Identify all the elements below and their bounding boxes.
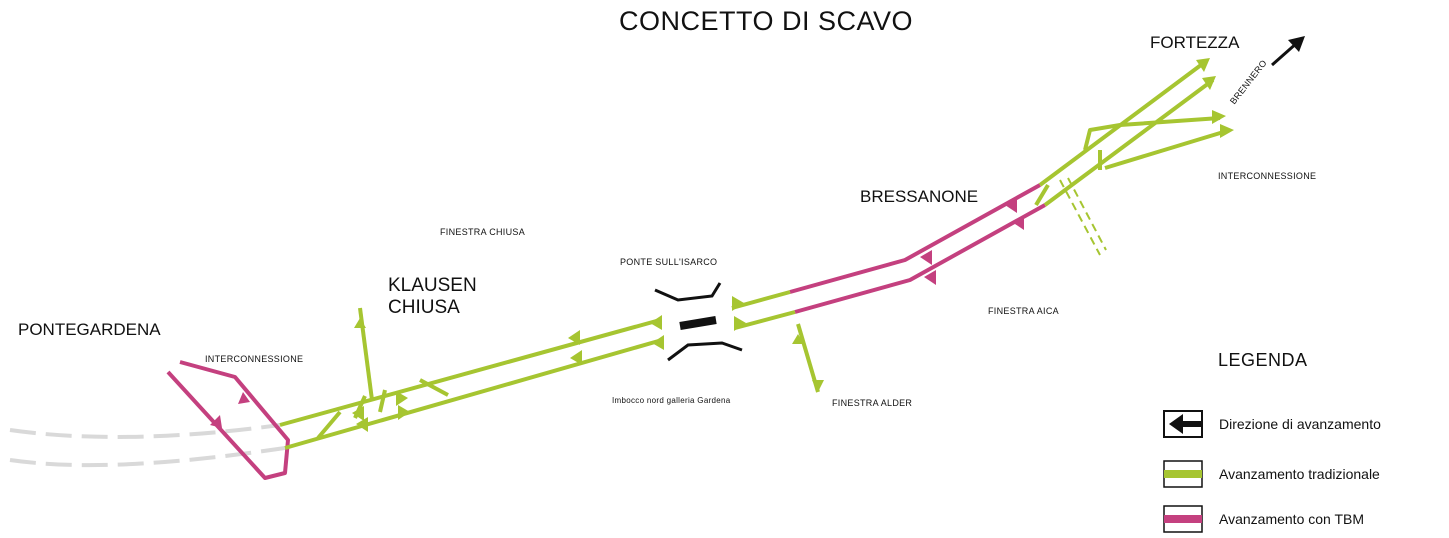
label-finestra-alder: FINESTRA ALDER (832, 398, 913, 408)
arrow-marker (238, 392, 250, 404)
legend-item-tbm: Avanzamento con TBM (1163, 505, 1364, 533)
direction-arrows (210, 58, 1234, 432)
label-finestra-aica: FINESTRA AICA (988, 306, 1059, 316)
bridge-symbol (654, 282, 743, 362)
legend-item-direction: Direzione di avanzamento (1163, 410, 1381, 438)
legend-label: Avanzamento con TBM (1219, 511, 1365, 527)
label-interconnessione-north: INTERCONNESSIONE (1218, 171, 1317, 181)
label-klausen: KLAUSEN (388, 275, 477, 296)
arrow-marker (920, 250, 932, 265)
label-interconnessione-south: INTERCONNESSIONE (205, 354, 304, 364)
arrow-marker (792, 334, 804, 344)
existing-tunnel (9, 423, 286, 468)
arrow-marker (924, 270, 936, 285)
diagram-title: CONCETTO DI SCAVO (619, 6, 914, 36)
arrow-marker (1012, 215, 1024, 230)
arrow-marker (734, 316, 746, 331)
arrow-marker (570, 350, 582, 365)
tbm-swatch-icon (1163, 505, 1203, 533)
arrow-marker (652, 335, 664, 350)
label-fortezza: FORTEZZA (1150, 33, 1240, 52)
legend-item-traditional: Avanzamento tradizionale (1163, 460, 1380, 488)
direction-arrow-icon (1163, 410, 1203, 438)
legend-label: Avanzamento tradizionale (1219, 466, 1380, 482)
legend-title: LEGENDA (1218, 350, 1308, 370)
arrow-marker (1212, 110, 1226, 124)
traditional-swatch-icon (1163, 460, 1203, 488)
arrow-marker (396, 391, 408, 406)
arrow-marker (356, 417, 368, 432)
arrow-marker (732, 296, 744, 311)
legend-label: Direzione di avanzamento (1219, 416, 1381, 432)
brennero-arrow (1271, 36, 1305, 67)
label-ponte-sull-isarco: PONTE SULL'ISARCO (620, 257, 718, 267)
arrow-marker (1202, 76, 1216, 90)
label-finestra-chiusa: FINESTRA CHIUSA (440, 227, 526, 237)
tbm-sections (166, 183, 1046, 480)
arrow-marker (1220, 124, 1234, 138)
arrow-marker (812, 380, 824, 392)
arrow-marker (352, 406, 364, 421)
arrow-marker (398, 405, 410, 420)
arrow-marker (650, 315, 662, 330)
arrow-marker (1196, 58, 1210, 72)
label-bressanone: BRESSANONE (860, 187, 979, 206)
label-pontegardena: PONTEGARDENA (18, 320, 161, 339)
label-imbocco-gardena: Imbocco nord galleria Gardena (612, 396, 731, 405)
label-chiusa: CHIUSA (388, 297, 460, 318)
arrow-marker (568, 330, 580, 345)
arrow-marker (354, 318, 366, 328)
arrow-marker (1005, 198, 1017, 213)
arrow-marker (210, 415, 222, 428)
traditional-sections (279, 60, 1231, 450)
